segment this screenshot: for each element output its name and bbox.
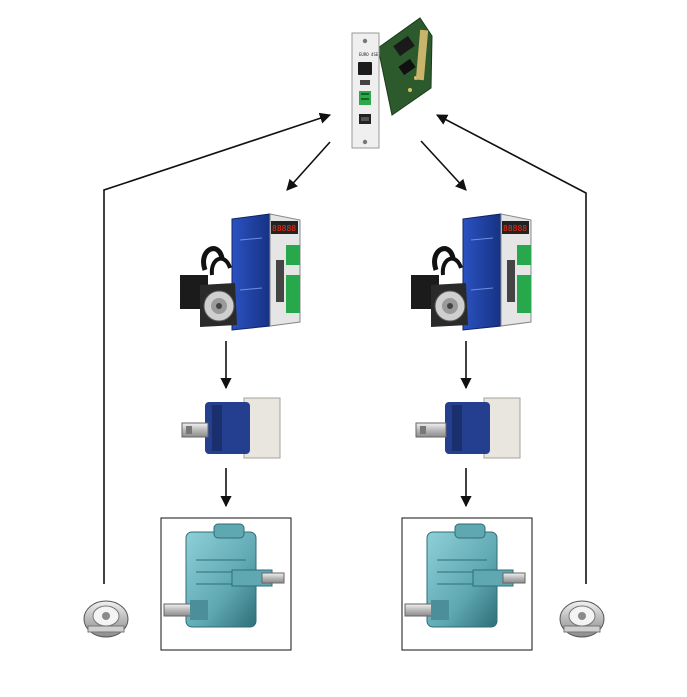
axis-left: 88888: [160, 213, 301, 651]
worm-reducer-right: [401, 517, 533, 651]
axis-right: 88888: [401, 213, 533, 651]
planetary-gearbox-right: [415, 397, 521, 459]
drive-display-right: 88888: [503, 224, 527, 233]
worm-reducer-left: [160, 517, 292, 651]
rotary-encoder-right: [559, 600, 605, 638]
arrow-card-to-drive-left: [286, 141, 331, 191]
feedback-line-left: [103, 112, 332, 584]
servo-drive-right: 88888: [462, 213, 532, 331]
controller-card: EURO 4SE: [351, 17, 433, 149]
feedback-line-right: [436, 114, 587, 584]
connector-lines: [103, 112, 587, 584]
drive-display-left: 88888: [272, 224, 296, 233]
servo-drive-left: 88888: [231, 213, 301, 331]
arrow-card-to-drive-right: [420, 140, 467, 191]
servo-motor-left: [180, 246, 237, 327]
rotary-encoder-left: [83, 600, 129, 638]
servo-motor-right: [411, 246, 468, 327]
card-label: EURO 4SE: [359, 52, 379, 57]
planetary-gearbox-left: [181, 397, 281, 459]
